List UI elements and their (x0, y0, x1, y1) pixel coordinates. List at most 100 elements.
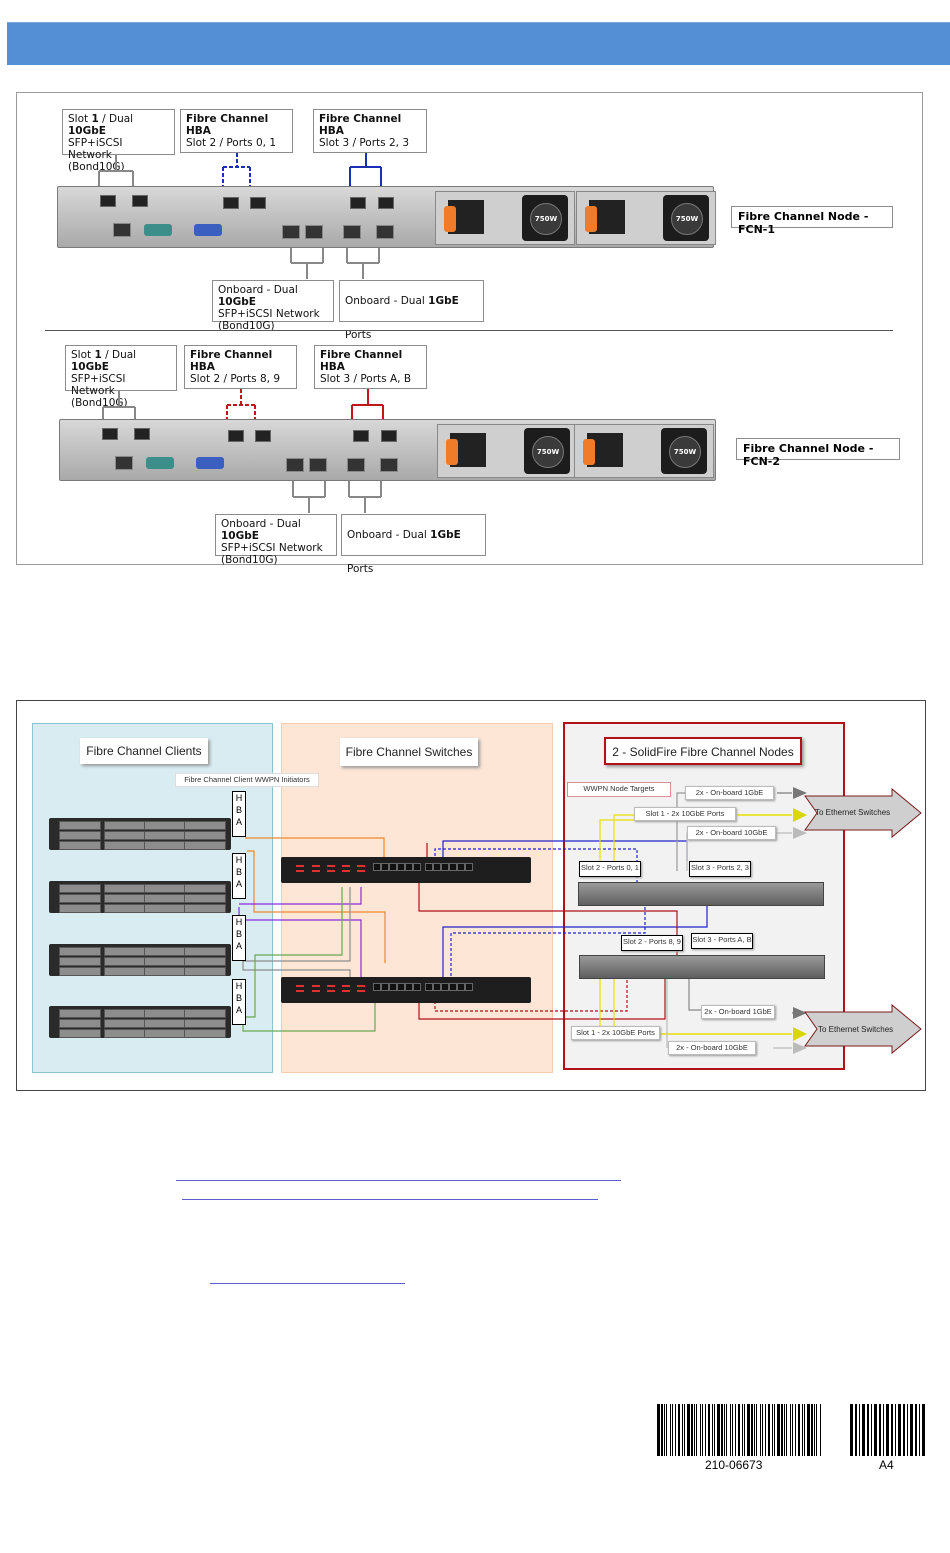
clients-title: Fibre Channel Clients (80, 738, 208, 764)
barcode-bar (747, 1404, 750, 1456)
barcode-bar (661, 1404, 663, 1456)
onboard-1gbe-port (380, 458, 398, 472)
arrow-10gbe-onboard-bottom (793, 1042, 807, 1054)
barcode-bar (756, 1404, 757, 1456)
fc-node-2 (579, 955, 825, 979)
barcode-bar (732, 1404, 733, 1456)
barcode-bar (790, 1404, 791, 1456)
barcode-bar (804, 1404, 805, 1456)
barcode-bar (742, 1404, 743, 1456)
slot1-10gbe-label-top: Slot 1 - 2x 10GbE Ports (634, 807, 736, 821)
fan-icon: 750W (522, 195, 568, 241)
barcode-bar (708, 1404, 710, 1456)
to-ethernet-arrow-bottom (804, 1003, 922, 1055)
vga-port (194, 224, 222, 236)
arrow-10gbe-onboard-top (793, 827, 807, 839)
barcode-bar (678, 1404, 680, 1456)
barcode-bar (816, 1404, 817, 1456)
barcode-bar (657, 1404, 660, 1456)
to-ethernet-arrow-top (804, 787, 922, 839)
barcode-bar (721, 1404, 723, 1456)
barcode-bar (735, 1404, 736, 1456)
hyperlink-2[interactable] (182, 1199, 598, 1200)
serial-port (146, 457, 174, 469)
switches-title: Fibre Channel Switches (340, 738, 478, 766)
barcode-bar (682, 1404, 683, 1456)
arrow-10gbe-slot1-top (793, 808, 807, 822)
arrow-1gbe-top (793, 787, 807, 799)
hyperlink-1[interactable] (176, 1180, 621, 1181)
to-ethernet-label: To Ethernet Switches (815, 808, 891, 817)
barcode-bar (705, 1404, 706, 1456)
header-banner (7, 22, 950, 65)
barcode-bar (922, 1404, 925, 1456)
barcode-bar (811, 1404, 813, 1456)
barcode-bar (666, 1404, 667, 1456)
ethernet-port (115, 456, 133, 470)
barcode-bar (700, 1404, 701, 1456)
client-storage-array (49, 944, 231, 976)
slot2-ports-01-label: Slot 2 - Ports 0, 1 (579, 861, 641, 877)
barcode-bar (919, 1404, 920, 1456)
slot3-ports-23-label: Slot 3 - Ports 2, 3 (689, 861, 751, 877)
barcode-bar (798, 1404, 800, 1456)
revision-text: A4 (879, 1458, 894, 1472)
onboard-10gbe-port (282, 225, 300, 239)
slot1-10gbe-label-bottom: Slot 1 - 2x 10GbE Ports (571, 1026, 660, 1040)
barcode-bar (694, 1404, 695, 1456)
part-number-barcode (657, 1404, 823, 1456)
barcode-bar (714, 1404, 715, 1456)
barcode-bar (781, 1404, 783, 1456)
onboard-10gbe-label-top: 2x - On-board 10GbE (687, 826, 776, 840)
arrow-1gbe-bottom (793, 1007, 807, 1019)
barcode-bar (820, 1404, 821, 1456)
barcode-bar (883, 1404, 884, 1456)
barcode-bar (712, 1404, 713, 1456)
slot3-ports-ab-label: Slot 3 - Ports A, B (691, 933, 753, 949)
barcode-bar (802, 1404, 803, 1456)
barcode-bar (871, 1404, 872, 1456)
barcode-bar (898, 1404, 901, 1456)
barcode-bar (879, 1404, 881, 1456)
onboard-10gbe-port (305, 225, 323, 239)
power-supply: 750W (574, 424, 714, 478)
to-ethernet-label: To Ethernet Switches (818, 1025, 894, 1034)
onboard-1gbe-label: Onboard - Dual 1GbE Ports (339, 280, 484, 341)
slot1-port (100, 195, 116, 207)
barcode-bar (754, 1404, 755, 1456)
barcode-bar (895, 1404, 896, 1456)
slot3-hba-label: Fibre Channel HBA Slot 3 / Ports 2, 3 (313, 109, 427, 153)
slot2-hba-label: Fibre Channel HBA Slot 2 / Ports 8, 9 (184, 345, 297, 389)
slot1-port (132, 195, 148, 207)
barcode-bar (684, 1404, 685, 1456)
nodes-title: 2 - SolidFire Fibre Channel Nodes (604, 737, 802, 765)
barcode-bar (772, 1404, 773, 1456)
barcode-bar (786, 1404, 787, 1456)
barcode-bar (859, 1404, 860, 1456)
onboard-10gbe-port (286, 458, 304, 472)
barcode-bar (874, 1404, 877, 1456)
barcode-bar (730, 1404, 731, 1456)
barcode-bar (862, 1404, 865, 1456)
onboard-1gbe-label-bottom: 2x - On-board 1GbE (701, 1005, 775, 1019)
power-supply: 750W (437, 424, 577, 478)
slot2-port (228, 430, 244, 442)
slot3-port (353, 430, 369, 442)
slot2-port (223, 197, 239, 209)
barcode-bar (807, 1404, 810, 1456)
onboard-1gbe-port (343, 225, 361, 239)
barcode-bar (744, 1404, 745, 1456)
hyperlink-3[interactable] (210, 1283, 405, 1284)
node-name-label: Fibre Channel Node - FCN-1 (731, 206, 893, 236)
node-divider (45, 330, 893, 331)
barcode-bar (777, 1404, 780, 1456)
client-storage-array (49, 881, 231, 913)
barcode-bar (907, 1404, 908, 1456)
barcode-bar (891, 1404, 893, 1456)
slot3-port (350, 197, 366, 209)
barcode-bar (687, 1404, 690, 1456)
client-initiators-label: Fibre Channel Client WWPN Initiators (175, 773, 319, 787)
barcode-bar (903, 1404, 905, 1456)
